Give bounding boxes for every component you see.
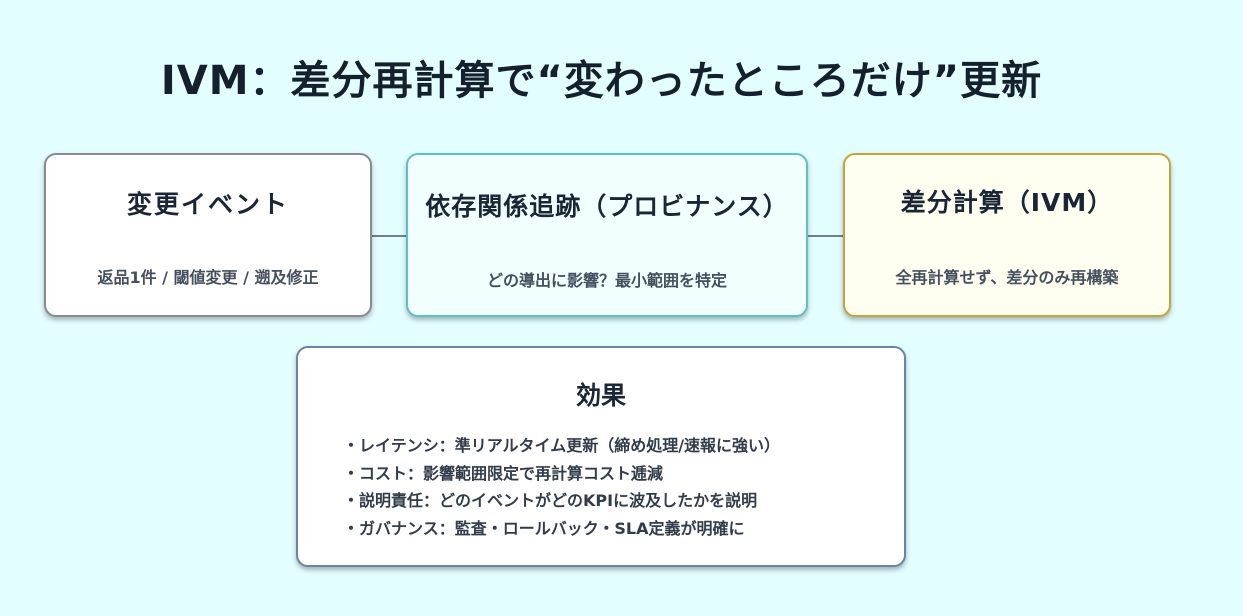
diagram-title: IVM：差分再計算で“変わったところだけ”更新 [160, 58, 1043, 104]
ivm-detail: 全再計算せず、差分のみ再構築 [895, 268, 1119, 287]
provenance-heading: 依存関係追跡（プロビナンス） [425, 192, 789, 221]
effect-item-cost: コスト：影響範囲限定で再計算コスト逓減 [343, 460, 780, 488]
effect-item-latency: レイテンシ：準リアルタイム更新（締め処理/速報に強い） [343, 432, 780, 460]
effect-box: 効果 レイテンシ：準リアルタイム更新（締め処理/速報に強い） コスト：影響範囲限… [296, 346, 906, 567]
effect-heading: 効果 [575, 381, 626, 410]
effect-item-accountability: 説明責任：どのイベントがどのKPIに波及したかを説明 [343, 487, 780, 515]
ivm-box: 差分計算（IVM） 全再計算せず、差分のみ再構築 [843, 153, 1171, 317]
effect-item-governance: ガバナンス：監査・ロールバック・SLA定義が明確に [343, 515, 780, 543]
provenance-detail: どの導出に影響？最小範囲を特定 [486, 271, 727, 290]
ivm-heading: 差分計算（IVM） [900, 188, 1114, 217]
change-event-box: 変更イベント 返品1件 / 閾値変更 / 遡及修正 [44, 153, 372, 317]
effect-list: レイテンシ：準リアルタイム更新（締め処理/速報に強い） コスト：影響範囲限定で再… [343, 432, 780, 542]
provenance-box: 依存関係追跡（プロビナンス） どの導出に影響？最小範囲を特定 [406, 153, 808, 317]
change-event-detail: 返品1件 / 閾値変更 / 遡及修正 [97, 268, 319, 287]
change-event-heading: 変更イベント [126, 190, 289, 219]
